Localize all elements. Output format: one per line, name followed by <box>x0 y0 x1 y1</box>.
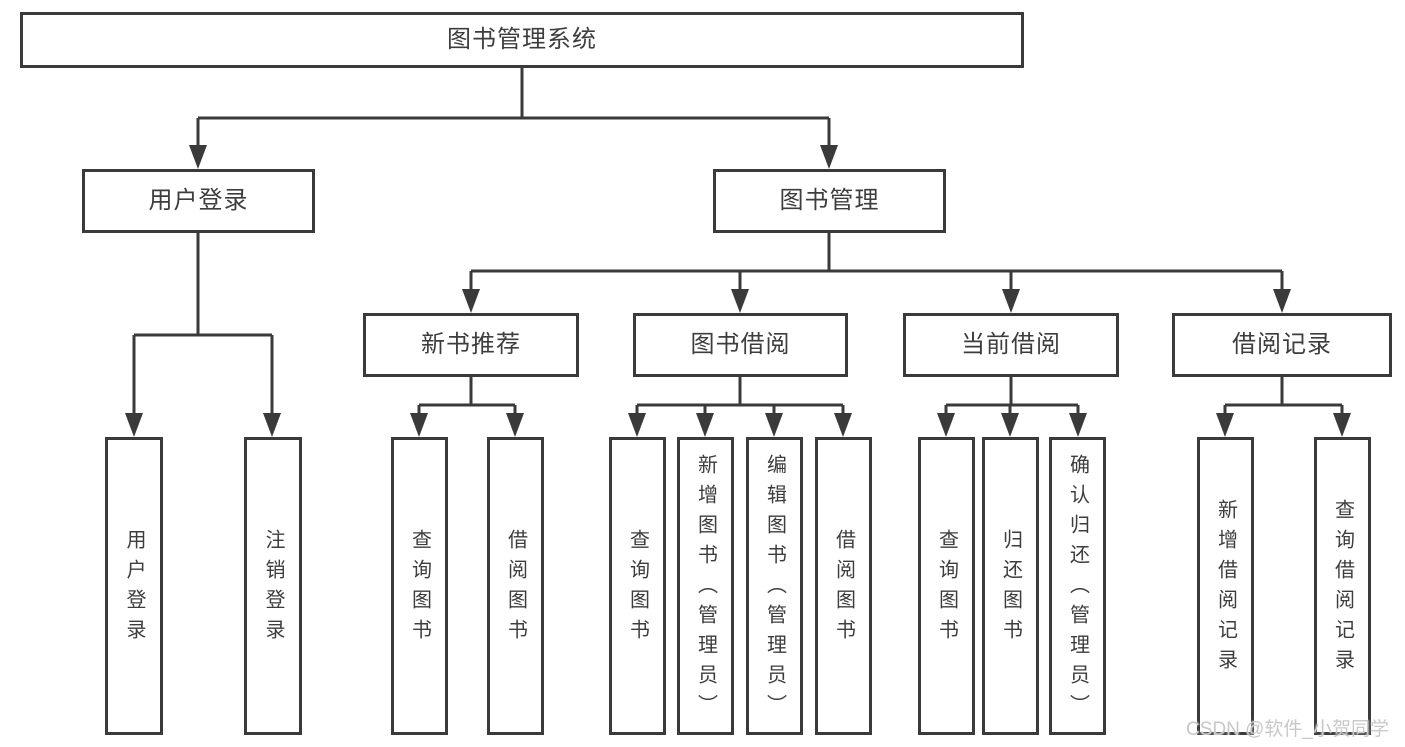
node-user-login: 用户登录 <box>82 169 315 233</box>
node-leaf-query-book-2: 查询图书 <box>609 437 666 735</box>
node-leaf-logout: 注销登录 <box>244 437 302 735</box>
csdn-watermark: CSDN @软件_小贺同学 <box>1186 719 1389 740</box>
node-book-borrow: 图书借阅 <box>633 313 848 377</box>
node-leaf-query-book-1: 查询图书 <box>391 437 448 735</box>
node-leaf-borrow-book-2: 借阅图书 <box>815 437 872 735</box>
node-leaf-return-book: 归还图书 <box>982 437 1039 735</box>
node-leaf-user-login: 用户登录 <box>105 437 163 735</box>
node-leaf-add-borrow-record: 新增借阅记录 <box>1197 437 1254 735</box>
node-leaf-borrow-book-1: 借阅图书 <box>487 437 544 735</box>
node-leaf-confirm-return-admin: 确认归还（管理员） <box>1049 437 1106 735</box>
node-book-management: 图书管理 <box>713 169 946 233</box>
node-current-borrow: 当前借阅 <box>903 313 1119 377</box>
node-new-book-recommend: 新书推荐 <box>363 313 579 377</box>
node-leaf-add-book-admin: 新增图书（管理员） <box>677 437 734 735</box>
node-leaf-edit-book-admin: 编辑图书（管理员） <box>746 437 803 735</box>
node-leaf-query-borrow-record: 查询借阅记录 <box>1314 437 1371 735</box>
node-root: 图书管理系统 <box>20 12 1024 68</box>
node-borrow-record: 借阅记录 <box>1172 313 1392 377</box>
node-leaf-query-book-3: 查询图书 <box>918 437 975 735</box>
